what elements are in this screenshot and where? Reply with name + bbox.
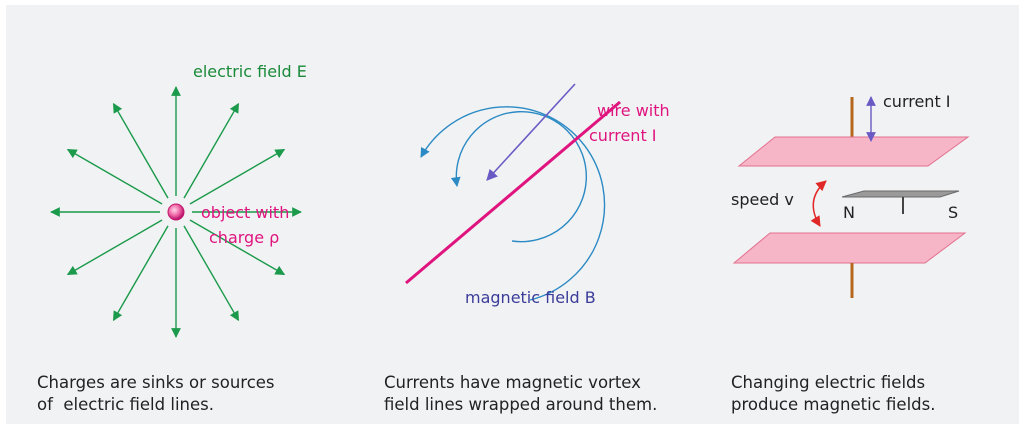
lower-plate bbox=[732, 232, 967, 264]
caption-changing: Changing electric fields produce magneti… bbox=[731, 372, 935, 416]
current-direction-arrow bbox=[486, 83, 576, 181]
caption-charges-line2: of electric field lines. bbox=[37, 395, 214, 414]
current-label: current I bbox=[883, 92, 951, 111]
magnetic-field-line-outer bbox=[420, 106, 606, 301]
magnetic-field-line-inner bbox=[450, 110, 588, 243]
electric-field-arrow bbox=[66, 219, 163, 276]
object-label-line1: object with bbox=[201, 203, 289, 222]
caption-charges: Charges are sinks or sources of electric… bbox=[37, 372, 275, 416]
caption-changing-line1: Changing electric fields bbox=[731, 373, 926, 392]
current-wire bbox=[405, 100, 621, 285]
wire-label-line2: current I bbox=[589, 126, 657, 145]
electric-field-lines bbox=[50, 86, 302, 338]
electric-field-arrow bbox=[189, 219, 286, 276]
object-label-line2: charge ρ bbox=[209, 228, 279, 247]
electric-field-arrow bbox=[183, 225, 240, 322]
electric-field-arrow bbox=[66, 148, 163, 205]
wire-label-line1: wire with bbox=[597, 101, 670, 120]
upper-plate bbox=[737, 136, 970, 167]
speed-arrow bbox=[810, 180, 827, 227]
electric-field-arrow bbox=[112, 102, 169, 199]
caption-charges-line1: Charges are sinks or sources bbox=[37, 373, 275, 392]
electric-field-arrow bbox=[183, 102, 240, 199]
caption-changing-line2: produce magnetic fields. bbox=[731, 395, 936, 414]
charge-object bbox=[167, 203, 185, 221]
caption-currents: Currents have magnetic vortex field line… bbox=[384, 372, 657, 416]
electric-field-arrow bbox=[189, 148, 286, 205]
electric-field-arrow bbox=[112, 225, 169, 322]
electric-field-label: electric field E bbox=[193, 62, 307, 81]
magnet-needle bbox=[841, 190, 960, 198]
speed-label: speed v bbox=[731, 190, 794, 209]
caption-currents-line2: field lines wrapped around them. bbox=[384, 395, 658, 414]
magnetic-field-label: magnetic field B bbox=[465, 288, 596, 307]
caption-currents-line1: Currents have magnetic vortex bbox=[384, 373, 641, 392]
north-pole-label: N bbox=[843, 203, 855, 222]
south-pole-label: S bbox=[948, 203, 958, 222]
